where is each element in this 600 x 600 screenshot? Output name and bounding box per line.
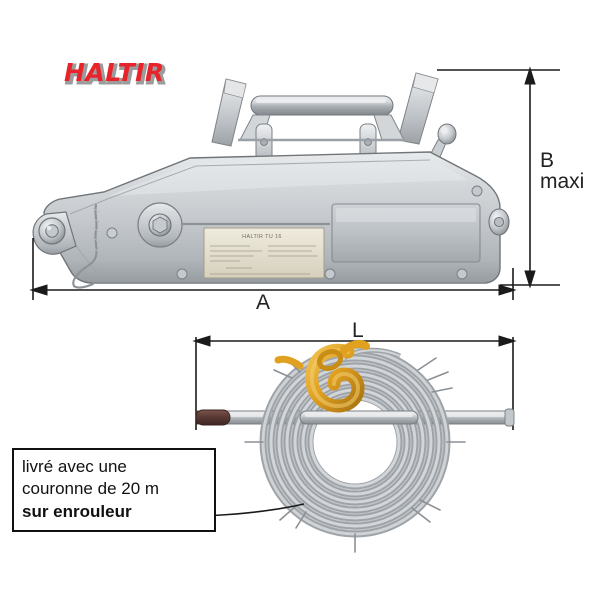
dimension-a [29,238,517,300]
callout-box: livré avec une couronne de 20 m sur enro… [12,448,216,532]
brand-logo: HALTIR HALTIR [64,58,214,92]
anchor-hook [32,211,77,255]
brand-logo-shadow: HALTIR [65,59,168,91]
winch-illustration: HALTIR TU 16 [32,72,510,289]
dimension-label-a: A [256,291,271,314]
callout-line-2: couronne de 20 m [22,479,160,499]
callout-line-1: livré avec une [22,457,127,476]
pivot-boss [106,202,330,248]
dimension-label-b: B maxi [540,150,584,193]
dimension-label-b-line1: B [540,149,555,172]
dimension-label-l: L [352,319,364,342]
brand-logo-text: HALTIR [64,58,165,87]
svg-text:HALTIR TU 16: HALTIR TU 16 [242,234,282,240]
nameplate: HALTIR TU 16 [203,227,325,279]
right-end-fitting [456,185,510,280]
gearbox-cover [331,203,481,263]
cable-hook [274,339,370,413]
dimension-b-maxi [437,66,560,289]
reverse-lever [211,78,247,147]
reel-bar-front [299,410,419,425]
forward-lever [397,72,439,145]
dimension-label-b-line2: maxi [540,170,585,194]
callout-line-3: sur enrouleur [22,501,132,521]
cable-coil-illustration [113,339,515,553]
safety-chain [72,203,98,289]
